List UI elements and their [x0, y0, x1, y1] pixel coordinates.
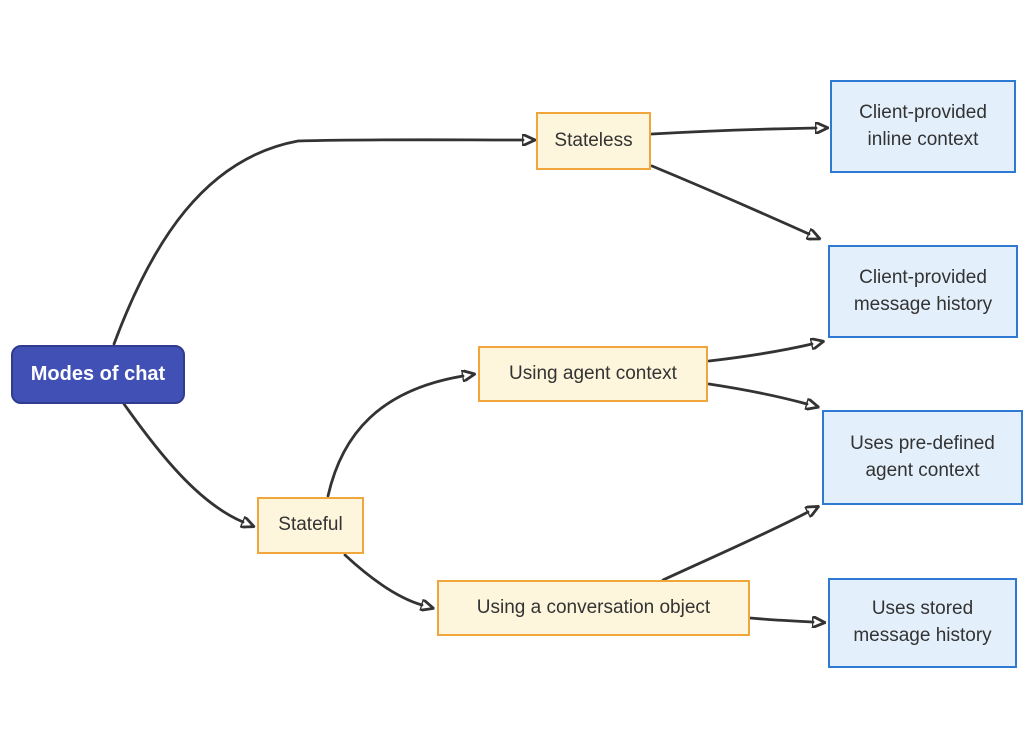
edge-using-conversation-object-stored-message-history: [748, 618, 813, 622]
node-using-conversation-object: Using a conversation object: [437, 580, 750, 636]
node-using-conversation-object-label: Using a conversation object: [476, 596, 711, 618]
edge-stateful-using-agent-context: [326, 376, 463, 498]
node-uses-stored-message-history-label: Uses stored message history: [853, 598, 992, 646]
node-stateless: Stateless: [536, 112, 651, 170]
node-client-provided-inline-context-label: Client-provided inline context: [859, 101, 987, 150]
edge-stateful-using-conversation-object: [343, 553, 422, 605]
edge-stateless-client-message-history: [650, 164, 809, 234]
edge-root-stateful: [122, 402, 243, 522]
node-stateful: Stateful: [257, 497, 364, 554]
edge-stateless-client-inline-context: [650, 128, 816, 136]
node-uses-predefined-agent-context-label: Uses pre-defined agent context: [850, 432, 995, 481]
node-using-agent-context-label: Using agent context: [509, 362, 677, 384]
node-uses-stored-message-history: Uses stored message history: [828, 578, 1017, 668]
node-modes-of-chat: Modes of chat: [11, 345, 185, 404]
node-stateless-label: Stateless: [554, 129, 633, 151]
node-client-provided-message-history: Client-provided message history: [828, 245, 1018, 338]
node-uses-predefined-agent-context: Uses pre-defined agent context: [822, 410, 1023, 505]
node-using-agent-context: Using agent context: [478, 346, 708, 402]
node-client-provided-inline-context: Client-provided inline context: [830, 80, 1016, 173]
edge-using-agent-context-client-message-history: [707, 344, 812, 363]
node-stateful-label: Stateful: [278, 514, 343, 536]
node-modes-of-chat-label: Modes of chat: [30, 363, 166, 386]
edge-using-conversation-object-predefined-agent-context: [661, 512, 808, 582]
node-client-provided-message-history-label: Client-provided message history: [853, 266, 993, 315]
edge-root-stateless: [112, 140, 523, 346]
edge-using-agent-context-predefined-agent-context: [707, 382, 807, 404]
